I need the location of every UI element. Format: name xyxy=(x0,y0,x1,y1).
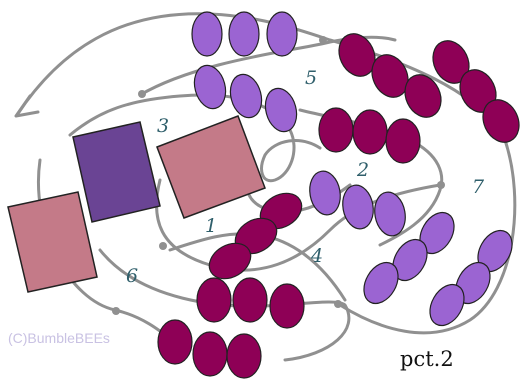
region-labels: 1 2 3 4 5 6 7 xyxy=(126,67,485,287)
bead-dark xyxy=(318,107,354,153)
region-label-3: 3 xyxy=(157,115,169,137)
thread-outer-loop xyxy=(15,12,517,335)
region-label-7: 7 xyxy=(472,176,485,198)
bead-dark xyxy=(371,54,409,98)
bead-light xyxy=(374,191,406,237)
bead-light xyxy=(342,184,374,230)
bead-dark xyxy=(208,242,252,280)
region-label-1: 1 xyxy=(205,215,217,237)
region-label-5: 5 xyxy=(305,67,317,89)
bead-light xyxy=(229,73,263,119)
thread-inner-loop-1 xyxy=(138,35,397,97)
bead-light xyxy=(363,261,399,305)
bead-dark xyxy=(404,74,442,118)
region-label-6: 6 xyxy=(126,265,138,287)
bead-dark xyxy=(232,277,268,323)
light-beads xyxy=(191,11,513,327)
thread-knots xyxy=(112,36,445,315)
watermark-text: (C)BumbleBEEs xyxy=(8,330,110,346)
dark-beads xyxy=(157,33,520,379)
square-bead-dark xyxy=(72,121,161,223)
region-label-2: 2 xyxy=(356,159,369,181)
bead-light xyxy=(228,11,260,57)
knot xyxy=(159,242,167,250)
thread-inner-loop-2 xyxy=(68,93,322,183)
knot xyxy=(437,181,445,189)
bead-dark xyxy=(482,99,520,143)
bead-dark xyxy=(338,33,376,77)
bead-dark xyxy=(352,109,388,155)
bead-light xyxy=(392,238,428,282)
figure-caption: pct.2 xyxy=(400,347,454,371)
bead-light xyxy=(309,170,341,216)
knot xyxy=(319,36,327,44)
bead-dark xyxy=(196,277,232,323)
bead-dark xyxy=(385,118,421,164)
bead-light xyxy=(193,64,227,110)
bead-dark xyxy=(157,319,193,365)
bead-light xyxy=(264,87,298,133)
bead-light xyxy=(429,283,465,327)
thread-paths xyxy=(14,12,517,362)
thread-loop-bottom xyxy=(98,248,351,362)
region-label-4: 4 xyxy=(310,245,323,267)
knot xyxy=(112,307,120,315)
square-bead-light xyxy=(7,191,98,293)
knot xyxy=(138,90,146,98)
thread-loop-right xyxy=(298,108,444,247)
square-beads xyxy=(7,115,266,293)
bead-dark xyxy=(269,283,305,329)
thread-arrow-head xyxy=(14,94,40,118)
bead-light xyxy=(191,11,223,57)
bead-light xyxy=(266,11,298,57)
knot xyxy=(334,300,342,308)
square-bead-light xyxy=(156,115,266,219)
bead-dark xyxy=(192,331,228,377)
bead-dark xyxy=(226,333,262,379)
